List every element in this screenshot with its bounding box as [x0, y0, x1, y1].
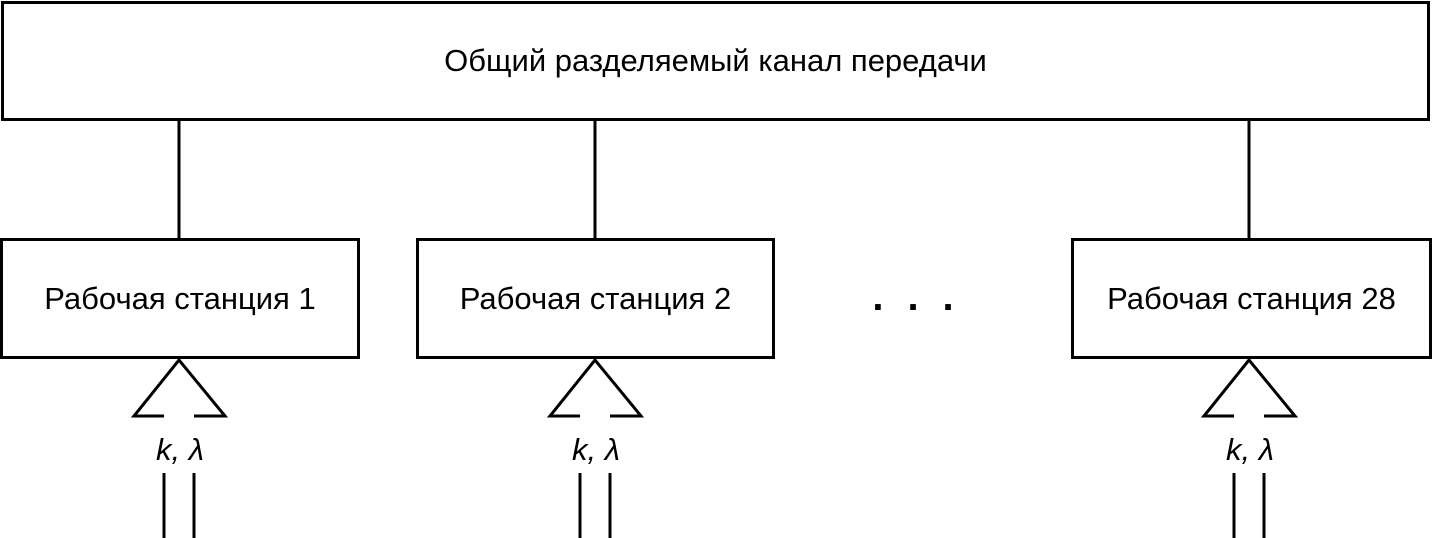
workstation-28-box: Рабочая станция 28 — [1071, 238, 1432, 359]
shared-channel-box: Общий разделяемый канал передачи — [1, 1, 1430, 121]
workstation-2-label: Рабочая станция 2 — [459, 280, 732, 316]
input-params-station-2: k, λ — [572, 432, 620, 467]
workstation-2-box: Рабочая станция 2 — [416, 238, 775, 359]
workstation-1-label: Рабочая станция 1 — [44, 280, 316, 316]
input-params-station-28: k, λ — [1226, 432, 1274, 467]
ellipsis: ... — [872, 275, 978, 319]
workstation-28-label: Рабочая станция 28 — [1107, 280, 1396, 316]
input-arrow-station-28 — [1200, 357, 1299, 538]
input-arrow-station-1 — [130, 357, 229, 538]
shared-channel-label: Общий разделяемый канал передачи — [444, 43, 987, 78]
input-params-station-1: k, λ — [156, 432, 204, 467]
workstation-1-box: Рабочая станция 1 — [0, 238, 360, 359]
input-arrow-station-2 — [546, 357, 645, 538]
